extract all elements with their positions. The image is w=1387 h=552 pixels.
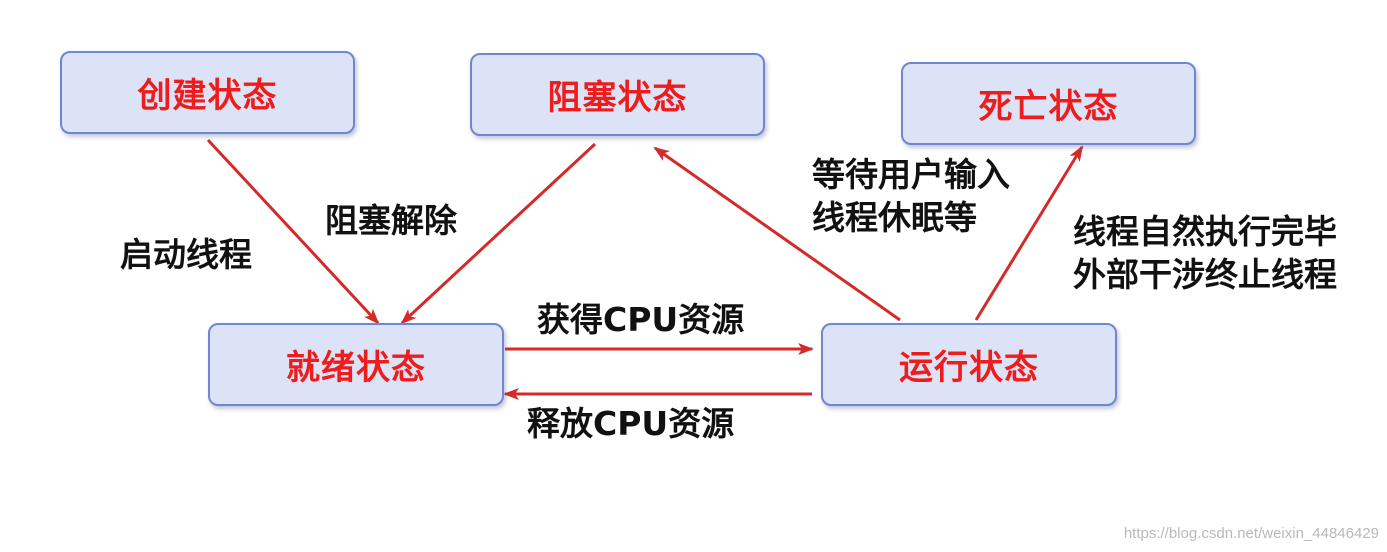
edge-label-unblock: 阻塞解除 bbox=[325, 201, 457, 240]
state-ready-label: 就绪状态 bbox=[286, 348, 426, 388]
state-created: 创建状态 bbox=[60, 51, 355, 134]
edge-label-wait-line2: 线程休眠等 bbox=[812, 198, 977, 237]
arrow-created-to-ready bbox=[206, 138, 380, 325]
state-dead: 死亡状态 bbox=[901, 62, 1196, 145]
state-blocked-label: 阻塞状态 bbox=[547, 78, 688, 118]
edge-label-finish-line1: 线程自然执行完毕 bbox=[1073, 212, 1337, 251]
state-ready: 就绪状态 bbox=[208, 323, 504, 406]
arrow-blocked-to-ready bbox=[400, 142, 597, 325]
edge-label-release-cpu: 释放CPU资源 bbox=[527, 404, 735, 443]
edge-label-start-thread: 启动线程 bbox=[120, 235, 252, 274]
state-blocked: 阻塞状态 bbox=[470, 53, 765, 136]
watermark: https://blog.csdn.net/weixin_44846429 bbox=[1123, 525, 1379, 542]
state-running-label: 运行状态 bbox=[899, 348, 1039, 388]
state-dead-label: 死亡状态 bbox=[978, 87, 1119, 127]
state-created-label: 创建状态 bbox=[137, 76, 278, 116]
arrow-running-to-dead bbox=[974, 145, 1084, 321]
state-running: 运行状态 bbox=[821, 323, 1117, 406]
arrow-running-to-blocked bbox=[653, 146, 901, 322]
edge-label-get-cpu: 获得CPU资源 bbox=[537, 300, 745, 339]
edge-label-wait-line1: 等待用户输入 bbox=[812, 155, 1010, 194]
edge-label-finish-line2: 外部干涉终止线程 bbox=[1073, 255, 1337, 294]
